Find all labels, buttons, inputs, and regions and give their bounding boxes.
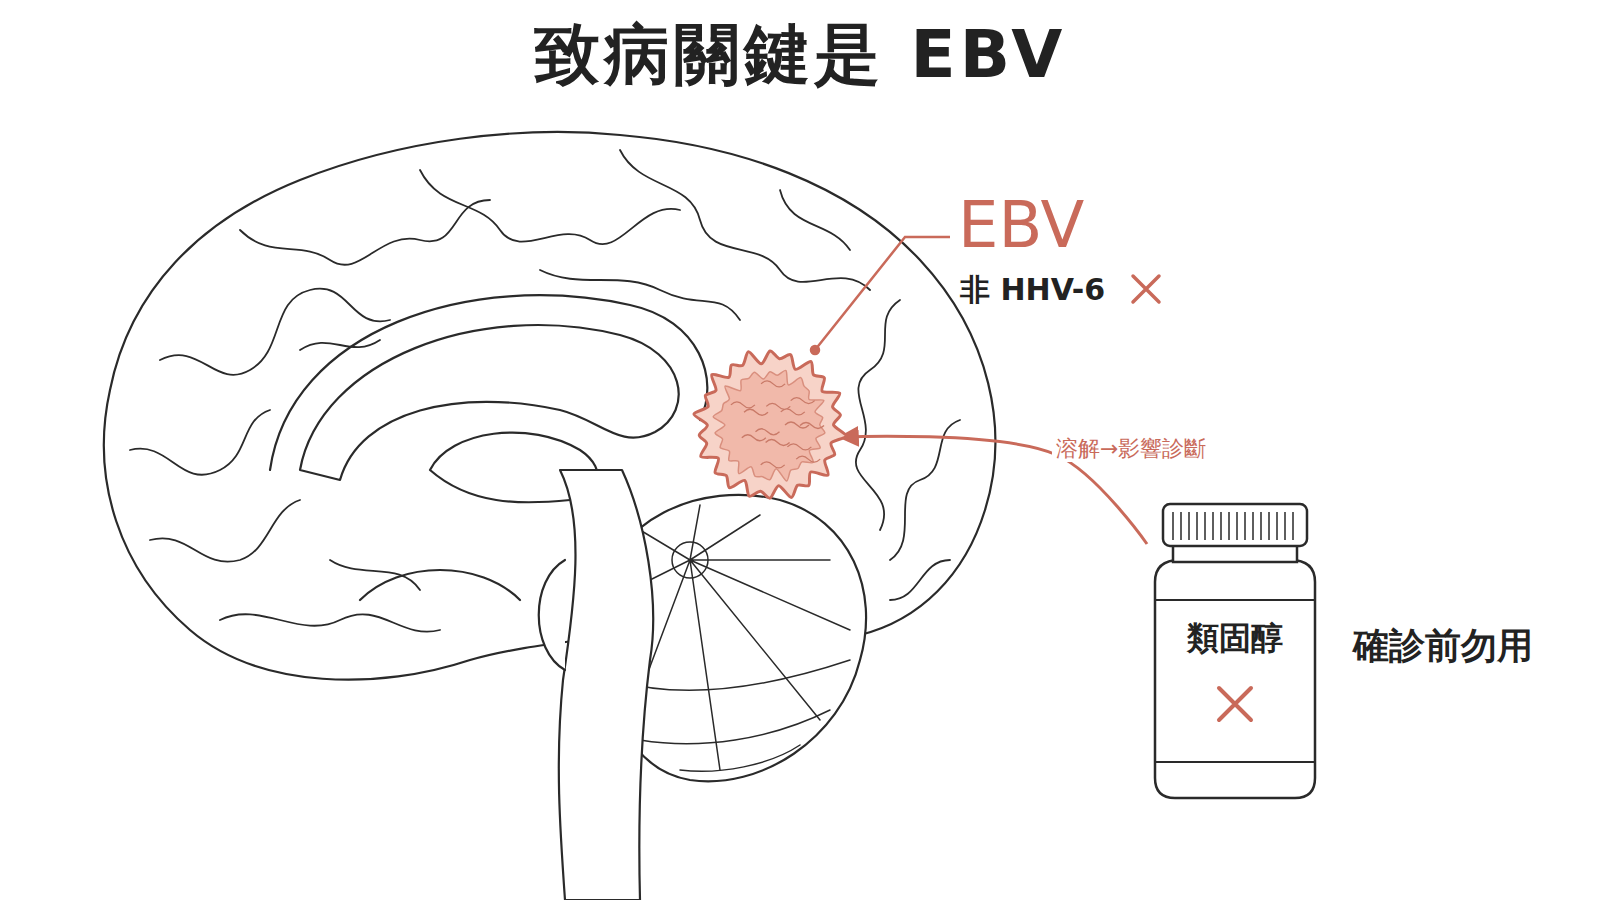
gyrus-line xyxy=(420,170,680,244)
gyrus-line xyxy=(890,420,960,560)
temporal-lobe xyxy=(360,570,520,600)
gyrus-line xyxy=(890,560,950,600)
tumor-outline xyxy=(694,351,846,498)
cap-ridges xyxy=(1173,512,1293,540)
gyrus-line xyxy=(160,289,390,375)
leader-path xyxy=(815,237,950,350)
exclusion-note: 非 HHV-6 xyxy=(960,275,1105,305)
brain-drawing xyxy=(104,132,995,900)
tumor-core xyxy=(713,370,825,481)
diagram-title: 致病關鍵是 EBV xyxy=(0,22,1600,88)
gyrus-line xyxy=(540,270,740,320)
gyrus-line xyxy=(150,500,300,562)
tumor-mass: EBV非 HHV-6 xyxy=(690,345,850,505)
tumor-mass-outline xyxy=(690,345,850,505)
cross-mark xyxy=(1219,688,1251,720)
bottle-body xyxy=(1155,560,1315,798)
leader-dot xyxy=(811,346,819,354)
pathogen-label: EBV xyxy=(958,193,1084,257)
drug-name: 類固醇 xyxy=(1135,622,1335,654)
pons xyxy=(539,560,565,670)
tumor-texture xyxy=(731,381,824,468)
steroid-bottle: 類固醇確診前勿用 xyxy=(1135,500,1335,800)
gyrus-line xyxy=(130,410,270,475)
gyrus-line xyxy=(620,150,870,290)
leader-line xyxy=(811,237,950,354)
bottle-cap xyxy=(1163,504,1307,546)
folia-line xyxy=(615,660,850,771)
gyrus-line xyxy=(856,300,900,530)
gyrus-line xyxy=(220,614,440,631)
tumor-shape xyxy=(694,351,846,498)
folia-center xyxy=(672,542,708,578)
gyrus-line xyxy=(780,190,850,250)
brainstem xyxy=(559,470,653,900)
edge-label: 溶解→影響診斷 xyxy=(1052,436,1210,462)
gyrus-line xyxy=(300,340,380,350)
usage-warning: 確診前勿用 xyxy=(1353,628,1533,664)
gyrus-line xyxy=(240,200,490,265)
cross-mark xyxy=(1133,276,1159,302)
